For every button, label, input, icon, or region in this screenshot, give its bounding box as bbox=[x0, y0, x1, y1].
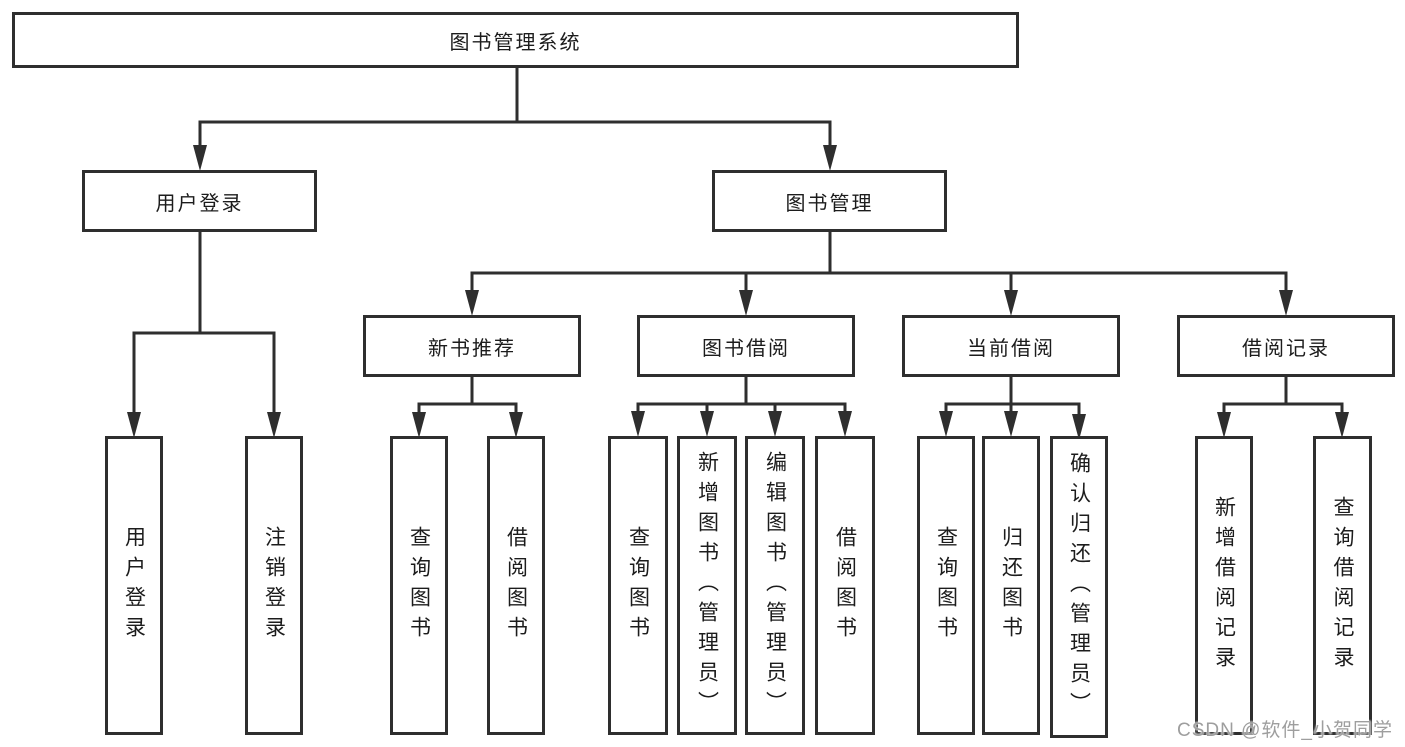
node-current-borrowing: 当前借阅 bbox=[902, 315, 1120, 377]
node-book-management: 图书管理 bbox=[712, 170, 947, 232]
node-label: 归还图书 bbox=[999, 525, 1023, 646]
connector-book-mgmt-to-level3 bbox=[465, 230, 1293, 316]
node-label: 图书管理 bbox=[785, 192, 874, 215]
node-label: 当前借阅 bbox=[967, 337, 1055, 360]
node-label: 查询图书 bbox=[626, 525, 650, 646]
node-label: 用户登录 bbox=[155, 192, 244, 215]
node-query-books-borrowing: 查询图书 bbox=[608, 436, 668, 735]
node-add-books-admin: 新增图书（管理员） bbox=[677, 436, 737, 735]
node-label: 借阅记录 bbox=[1242, 337, 1330, 360]
node-edit-books-admin: 编辑图书（管理员） bbox=[745, 436, 805, 735]
node-label: 编辑图书（管理员） bbox=[763, 450, 787, 721]
node-query-books-recommend: 查询图书 bbox=[390, 436, 448, 735]
node-label: 新书推荐 bbox=[428, 337, 516, 360]
node-label: 新增借阅记录 bbox=[1212, 495, 1236, 676]
connector-level3-to-leaves bbox=[412, 374, 1349, 440]
node-label: 确认归还（管理员） bbox=[1067, 452, 1091, 722]
node-label: 查询图书 bbox=[407, 525, 431, 646]
node-user-login-leaf: 用户登录 bbox=[105, 436, 163, 735]
node-user-login: 用户登录 bbox=[82, 170, 317, 232]
node-borrow-books: 借阅图书 bbox=[815, 436, 875, 735]
node-query-borrowing-record: 查询借阅记录 bbox=[1313, 436, 1372, 735]
csdn-watermark: CSDN @软件_小贺同学 bbox=[1177, 720, 1393, 741]
node-label: 查询图书 bbox=[934, 525, 958, 646]
node-logout: 注销登录 bbox=[245, 436, 303, 735]
node-book-borrowing: 图书借阅 bbox=[637, 315, 855, 377]
node-label: 借阅图书 bbox=[504, 525, 528, 646]
node-label: 新增图书（管理员） bbox=[695, 450, 719, 721]
node-library-management-system: 图书管理系统 bbox=[12, 12, 1019, 68]
connector-root-to-level2 bbox=[193, 66, 837, 171]
node-query-books-current: 查询图书 bbox=[917, 436, 975, 735]
node-label: 图书借阅 bbox=[702, 337, 790, 360]
node-new-book-recommendation: 新书推荐 bbox=[363, 315, 581, 377]
node-label: 借阅图书 bbox=[833, 525, 857, 646]
node-borrow-books-recommend: 借阅图书 bbox=[487, 436, 545, 735]
node-label: 图书管理系统 bbox=[449, 31, 582, 54]
node-confirm-return-admin: 确认归还（管理员） bbox=[1050, 436, 1108, 738]
node-label: 查询借阅记录 bbox=[1331, 495, 1354, 676]
node-return-books: 归还图书 bbox=[982, 436, 1040, 735]
connector-user-login-to-leaves bbox=[127, 230, 281, 438]
node-label: 注销登录 bbox=[262, 525, 286, 646]
node-label: 用户登录 bbox=[122, 525, 146, 646]
node-borrowing-records: 借阅记录 bbox=[1177, 315, 1395, 377]
node-add-borrowing-record: 新增借阅记录 bbox=[1195, 436, 1253, 735]
